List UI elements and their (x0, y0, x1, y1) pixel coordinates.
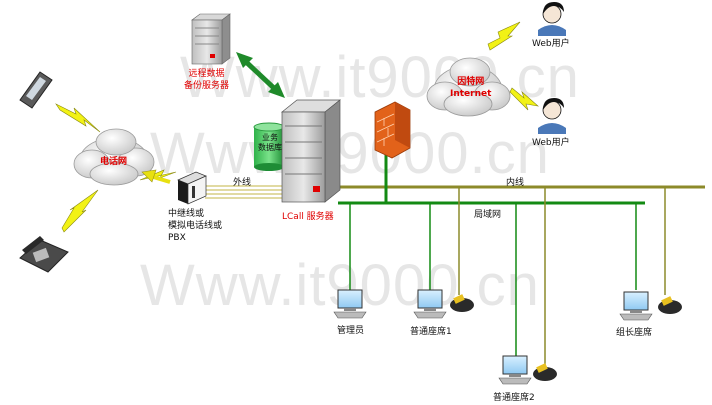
sync-arrow-icon (236, 52, 285, 98)
admin-label: 管理员 (337, 326, 365, 336)
seat1-phone-icon (450, 294, 474, 312)
inner-line-label: 内线 (506, 178, 525, 188)
mobile-phone-icon (19, 71, 53, 109)
web-user-bottom-label: Web用户 (532, 138, 570, 148)
web-user-top-icon (538, 2, 566, 36)
lcall-server-label: LCall 服务器 (282, 212, 334, 222)
internet-cloud-icon (426, 57, 511, 117)
web-user-top-label: Web用户 (532, 39, 570, 49)
seat1-label: 普通座席1 (410, 327, 452, 337)
seat2-computer-icon (498, 355, 532, 385)
web-user-bottom-icon (538, 98, 566, 134)
pbx-link-arrow-icon (141, 169, 171, 184)
leader-computer-icon (619, 291, 653, 321)
internet-label: 因特网 Internet (450, 77, 492, 99)
firewall-icon (374, 101, 411, 159)
admin-computer-icon (333, 289, 367, 319)
phone-net-label: 电话网 (100, 157, 128, 167)
leader-phone-icon (658, 296, 682, 314)
outer-line-label: 外线 (233, 178, 252, 188)
seat1-computer-icon (413, 289, 447, 319)
outer-line-bundle (205, 185, 282, 199)
database-icon (253, 122, 285, 171)
seat2-label: 普通座席2 (493, 393, 535, 403)
desk-phone-icon (19, 236, 69, 273)
lan-label: 局域网 (474, 210, 502, 220)
leader-label: 组长座席 (616, 328, 653, 338)
drop-lines (349, 152, 666, 365)
trunk-line-label: 中继线或 模拟电话线或 PBX (168, 209, 223, 243)
database-label: 业务 数据库 (258, 133, 282, 152)
seat2-phone-icon (533, 363, 557, 381)
lcall-server-icon (281, 99, 341, 203)
watermark-2: Www.it9000.cn (150, 121, 550, 186)
pbx-icon (177, 171, 207, 205)
backup-server-icon (191, 13, 231, 65)
backup-server-label: 远程数据 备份服务器 (184, 69, 230, 91)
phone-net-cloud-icon (73, 128, 155, 186)
